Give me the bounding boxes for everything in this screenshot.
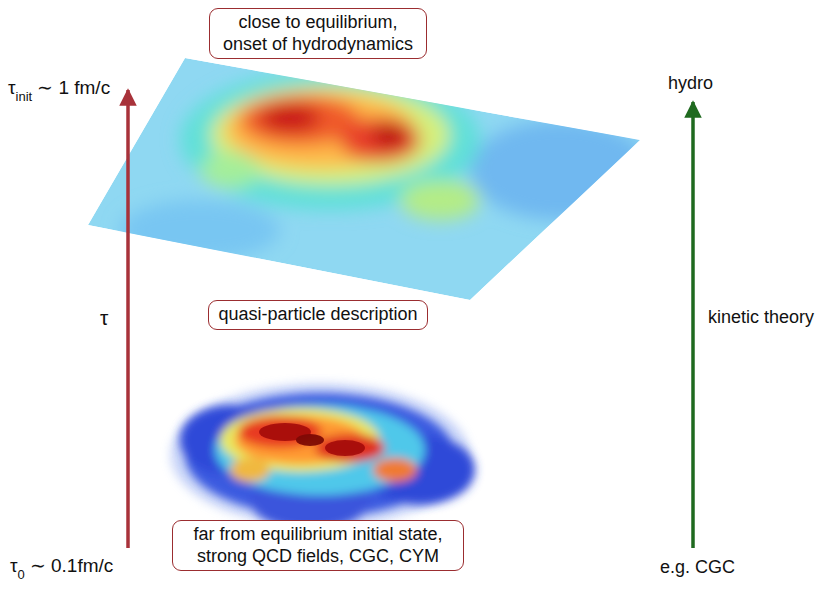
annotation-label: τ [10, 556, 18, 577]
stage-text: close to equilibrium, onset of hydrodyna… [219, 12, 417, 55]
stage-text: far from equilibrium initial state, stro… [182, 524, 454, 567]
heatmap-plane [88, 58, 650, 300]
initial-state-blob [170, 383, 475, 530]
stage-box: close to equilibrium, onset of hydrodyna… [209, 8, 427, 59]
stage-text: quasi-particle description [218, 304, 417, 326]
annotation-label: init [16, 90, 33, 104]
annotation-label: 0 [18, 568, 25, 582]
annotation-label: τ [100, 306, 108, 329]
stage-box: quasi-particle description [208, 300, 427, 330]
annotation-label: τ [8, 78, 16, 99]
evolution-arrow [691, 102, 695, 548]
stage-box: far from equilibrium initial state, stro… [172, 520, 464, 571]
time-arrow [126, 90, 130, 548]
annotation-label: ∼ 1 fm/c [37, 78, 110, 99]
annotation-label: e.g. CGC [660, 558, 735, 578]
annotation-label: ∼ 0.1fm/c [30, 556, 114, 577]
annotation-label: hydro [668, 74, 713, 94]
annotation-label: kinetic theory [708, 308, 814, 328]
